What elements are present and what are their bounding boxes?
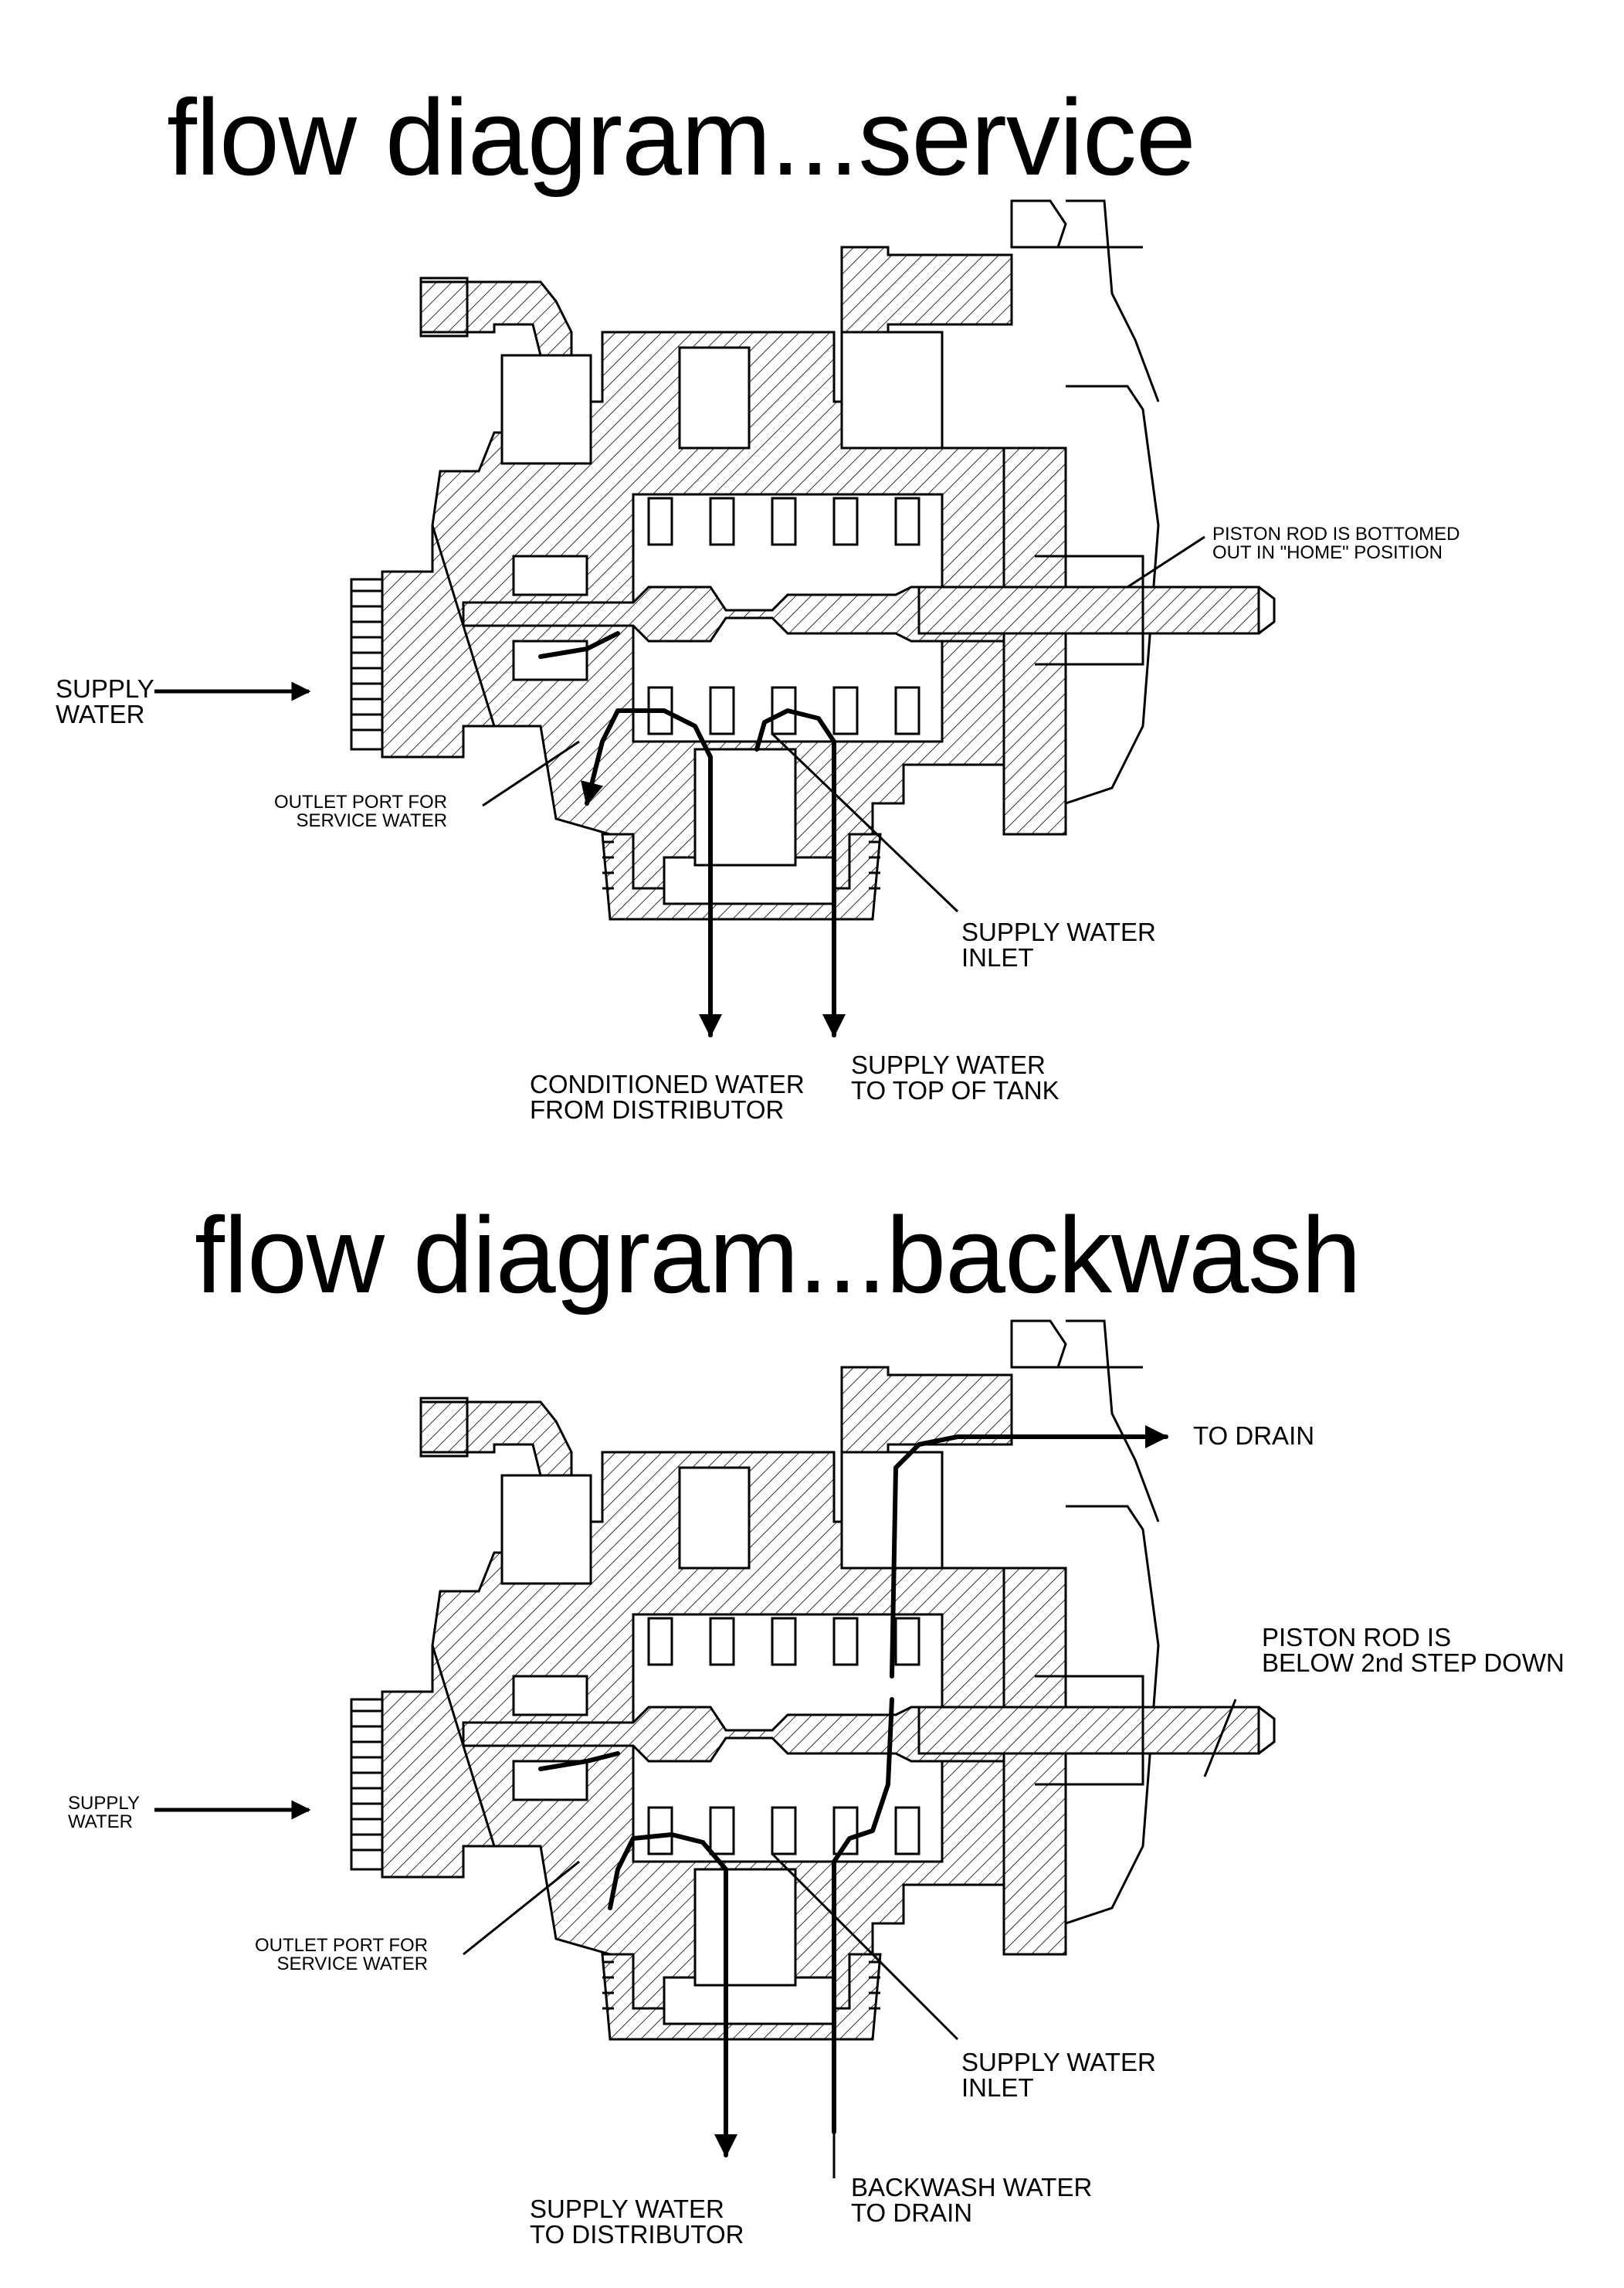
service-valve-drawing — [154, 199, 1276, 1037]
supply-water-inlet-label-2: SUPPLY WATER INLET — [961, 2048, 1156, 2102]
outlet-port-label-2: OUTLET PORT FOR SERVICE WATER — [255, 1935, 429, 1974]
piston-rod-label: PISTON ROD IS BOTTOMED OUT IN "HOME" POS… — [1212, 524, 1460, 563]
backwash-flow-to-drain — [890, 1434, 1161, 1679]
backwash-flow-inlet — [538, 1751, 620, 1771]
backwash-flow-drain — [832, 1697, 894, 2134]
supply-to-distributor-label: SUPPLY WATER TO DISTRIBUTOR — [530, 2195, 744, 2249]
service-flow-to-tank — [754, 708, 836, 1037]
leader-outlet-port-2 — [463, 1860, 580, 1956]
to-drain-label: TO DRAIN — [1193, 1421, 1315, 1450]
outlet-port-label: OUTLET PORT FOR SERVICE WATER — [274, 792, 448, 831]
supply-water-inlet-label: SUPPLY WATER INLET — [961, 918, 1156, 972]
conditioned-water-label: CONDITIONED WATER FROM DISTRIBUTOR — [530, 1070, 805, 1124]
backwash-to-drain-label: BACKWASH WATER TO DRAIN — [851, 2173, 1093, 2227]
piston-rod-label-2: PISTON ROD IS BELOW 2nd STEP DOWN — [1262, 1623, 1565, 1677]
leader-piston-rod — [1127, 535, 1205, 589]
leader-outlet-port — [482, 740, 580, 807]
backwash-valve-drawing — [154, 1319, 1276, 2178]
backwash-flow-distributor — [608, 1832, 728, 2150]
supply-to-tank-label: SUPPLY WATER TO TOP OF TANK — [851, 1051, 1059, 1105]
service-flow-conditioned — [580, 708, 713, 1022]
leader-supply-inlet — [771, 732, 959, 913]
service-title: flow diagram...service — [167, 76, 1196, 198]
supply-water-label: SUPPLY WATER — [56, 674, 154, 728]
backwash-title: flow diagram...backwash — [195, 1194, 1361, 1315]
leader-supply-inlet-2 — [771, 1852, 959, 2041]
leader-piston-rod-2 — [1203, 1699, 1237, 1777]
supply-water-label-2: SUPPLY WATER — [68, 1793, 140, 1832]
service-flow-inlet — [538, 631, 620, 659]
